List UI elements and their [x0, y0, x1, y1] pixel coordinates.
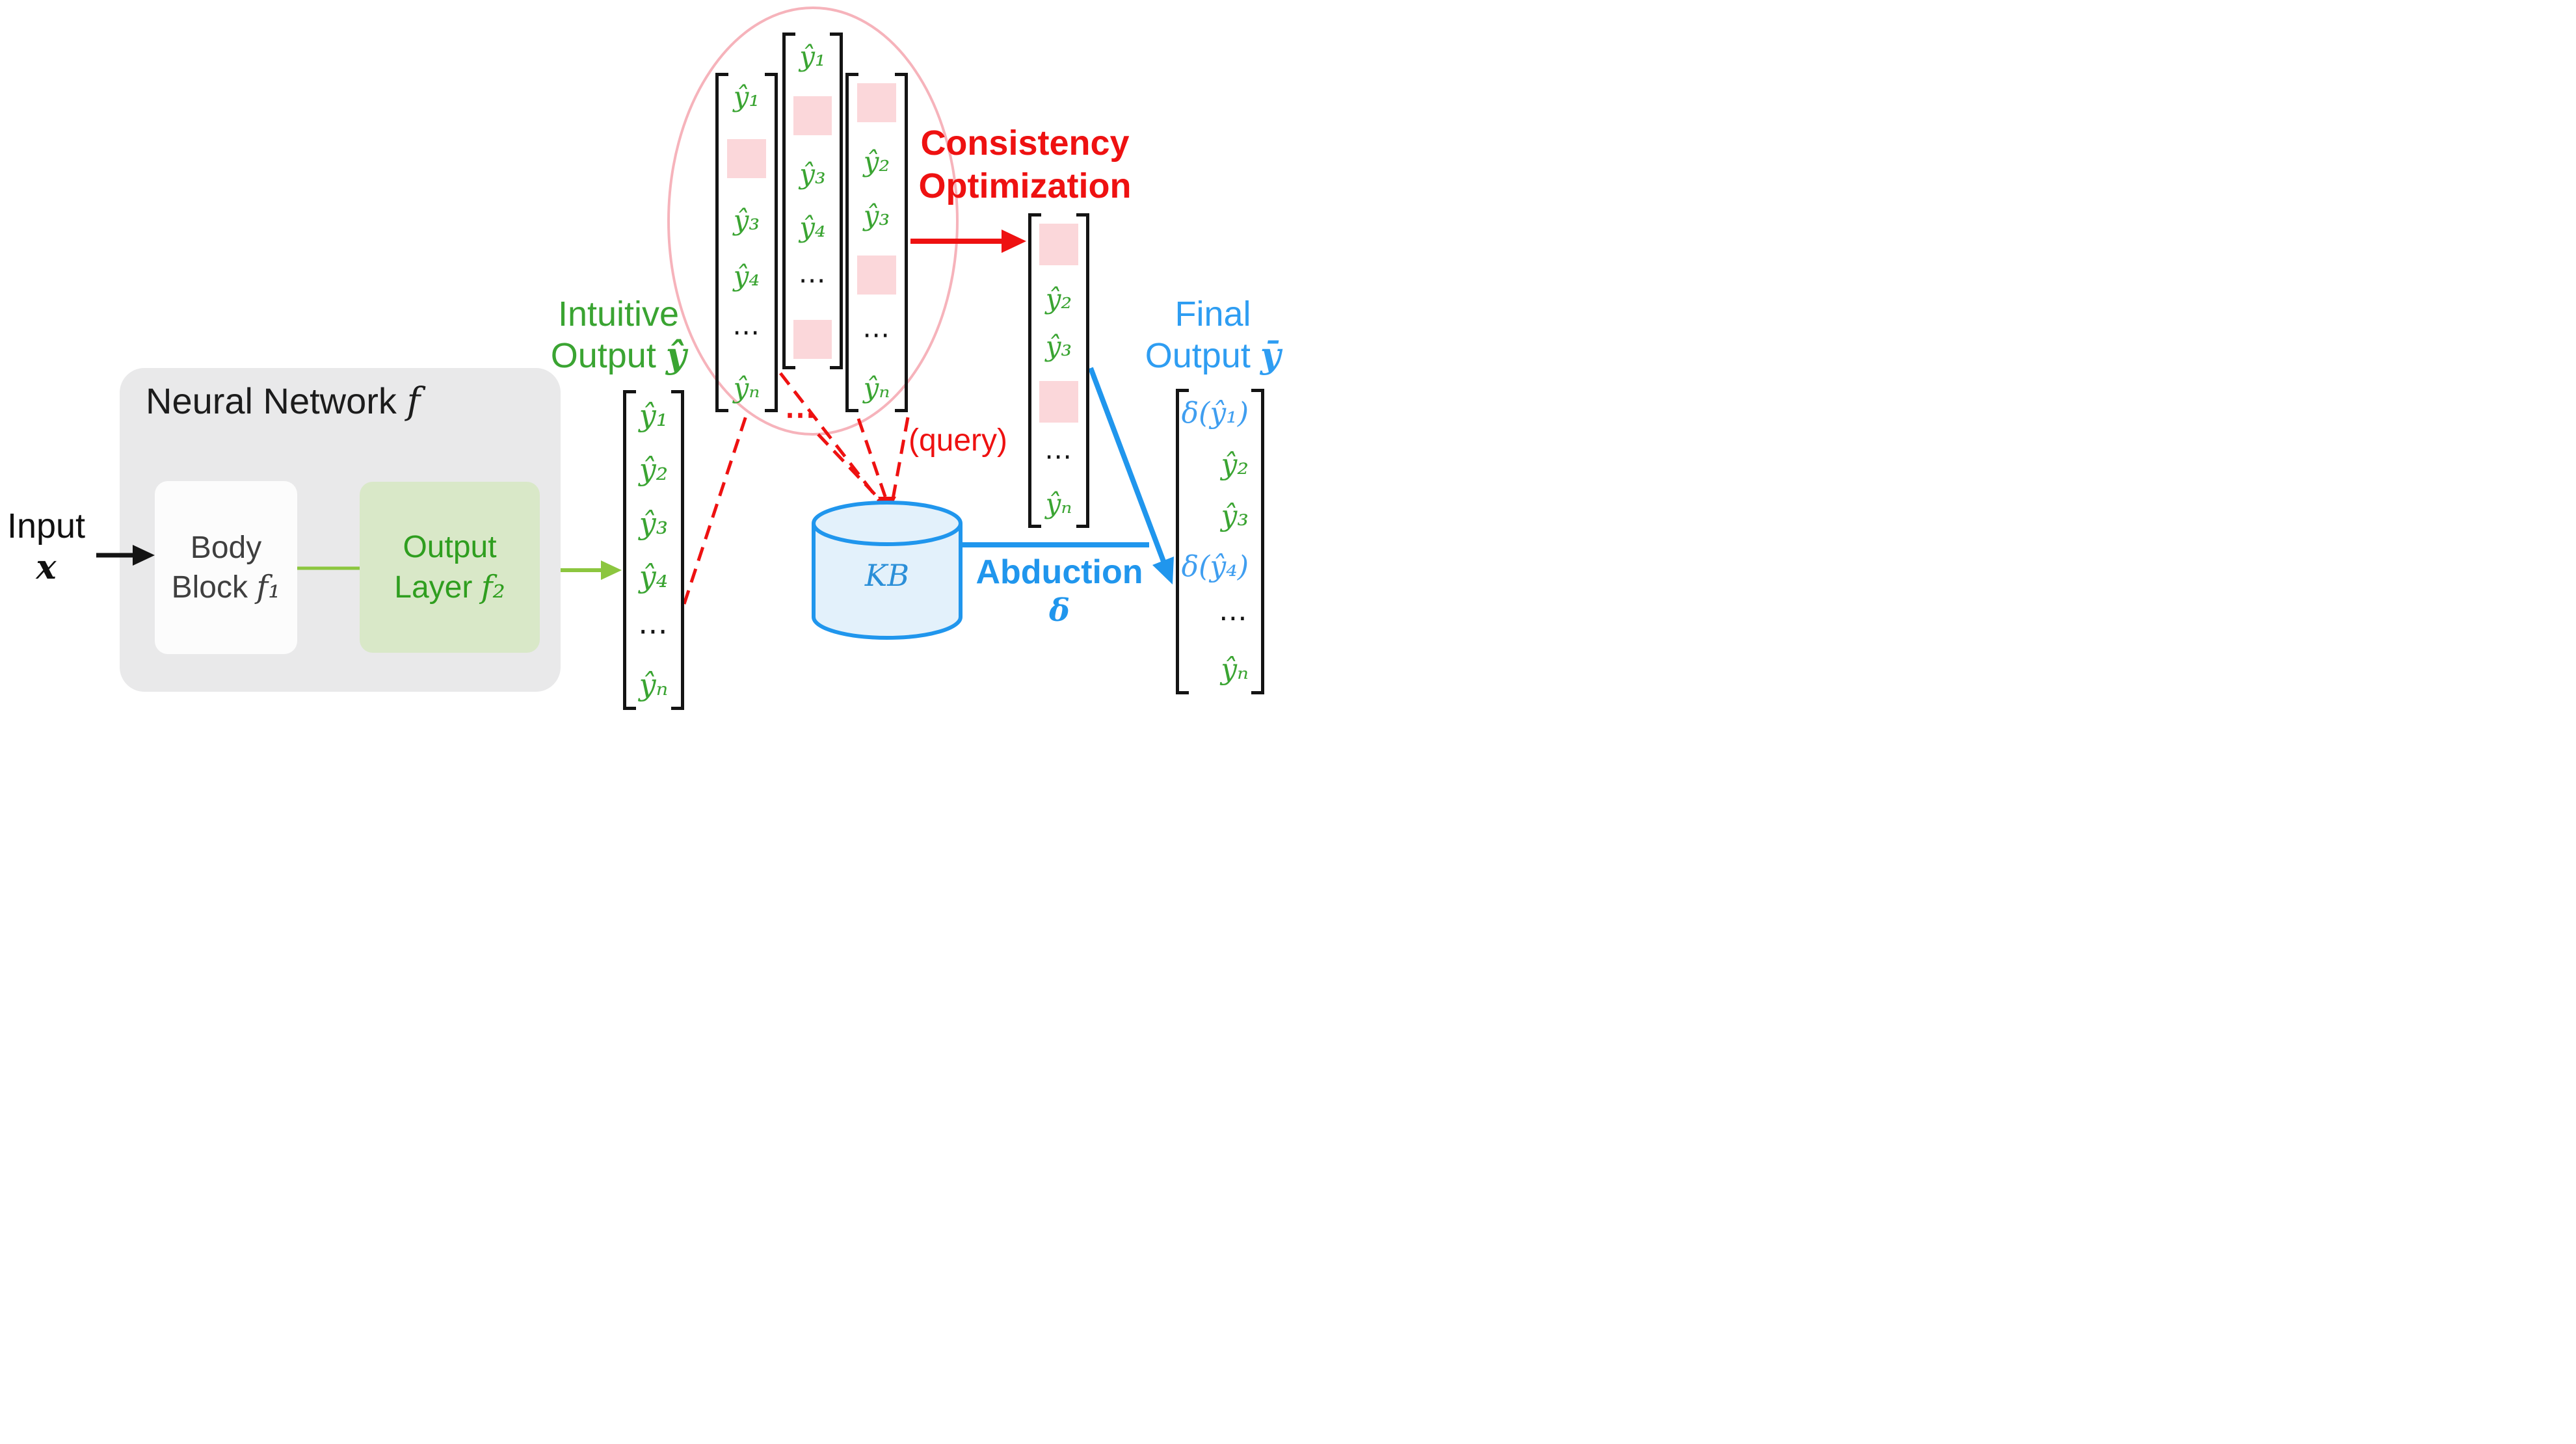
- body-block-box: Body Block f₁: [155, 481, 297, 654]
- query-arrowhead: [878, 497, 896, 515]
- vector-entry: δ(ŷ₄): [1181, 550, 1249, 584]
- vector-ellipsis: ⋯: [862, 318, 891, 350]
- final-label-line1: Final: [1175, 295, 1251, 334]
- masked-entry: [856, 83, 897, 122]
- vector-ellipsis: ⋯: [1219, 601, 1249, 635]
- kb-cylinder-top: [812, 501, 963, 546]
- nn-output-arrowhead: [601, 560, 622, 580]
- vector-ellipsis: ⋯: [732, 316, 761, 348]
- query-dashed-line-4: [856, 418, 890, 506]
- query-label: (query): [908, 423, 1008, 458]
- abduction-label: Abduction δ: [965, 553, 1154, 629]
- output-layer-line1: Output: [403, 530, 497, 565]
- masked-entry: [856, 256, 897, 295]
- vector-entry: ŷₙ: [639, 666, 669, 702]
- body-block-line2-text: Block: [171, 570, 248, 605]
- masked-entry: [1039, 224, 1078, 265]
- final-output-label: Final Output ȳ: [1133, 294, 1288, 376]
- vector-entry: ŷₙ: [733, 372, 760, 404]
- vector-entry: ŷ₄: [639, 559, 669, 595]
- input-label-text: Input: [7, 506, 86, 545]
- candidate-vector-2: ŷ₁ ŷ₃ ŷ₄ ⋯: [782, 33, 843, 369]
- output-layer-box: Output Layer f₂: [360, 482, 540, 653]
- vector-entry: δ(ŷ₁): [1181, 397, 1249, 430]
- vector-entry: ŷₙ: [1221, 652, 1249, 686]
- input-symbol: x: [36, 547, 57, 587]
- kb-label: KB: [864, 558, 910, 593]
- final-output-symbol: ȳ: [1260, 334, 1281, 376]
- optimized-output-vector: ŷ₂ ŷ₃ ⋯ ŷₙ: [1028, 213, 1089, 528]
- query-dashed-line-3: [817, 433, 887, 507]
- vector-entry: ŷ₂: [863, 146, 890, 178]
- intuitive-output-vector: ŷ₁ ŷ₂ ŷ₃ ŷ₄ ⋯ ŷₙ: [623, 390, 684, 710]
- final-label-line2-text: Output: [1145, 335, 1251, 375]
- body-block-line1: Body: [190, 530, 262, 565]
- input-label: Input x: [0, 506, 95, 587]
- vector-entry: ŷ₃: [733, 204, 760, 236]
- final-label-line2: Output ȳ: [1133, 334, 1288, 376]
- vector-entry: ŷ₃: [863, 199, 890, 231]
- figure-canvas: Neural Network f Body Block f₁ Output La…: [0, 0, 1288, 722]
- abduction-symbol: δ: [1048, 592, 1070, 629]
- consistency-line2: Optimization: [918, 166, 1132, 205]
- vector-entry: ŷ₁: [799, 40, 826, 72]
- intuitive-output-label: Intuitive Output ŷ: [533, 294, 704, 376]
- vector-ellipsis: ⋯: [1044, 440, 1073, 472]
- neural-network-title-text: Neural Network: [146, 380, 397, 421]
- output-layer-line2: Layer f₂: [394, 568, 505, 607]
- vector-entry: ŷ₃: [799, 158, 826, 190]
- candidate-vector-3: ŷ₂ ŷ₃ ⋯ ŷₙ: [845, 73, 908, 412]
- intuitive-label-line1: Intuitive: [557, 295, 680, 334]
- neural-network-title-symbol: f: [406, 380, 421, 423]
- consistency-optimization-label: Consistency Optimization: [909, 122, 1141, 208]
- intuitive-label-line2-text: Output: [550, 335, 656, 375]
- more-candidates-dots: ⋯: [784, 398, 818, 432]
- body-block-symbol: f₁: [256, 569, 281, 605]
- vector-entry: ŷ₁: [733, 81, 760, 112]
- intuitive-output-symbol: ŷ: [665, 334, 687, 376]
- vector-entry: ŷₙ: [1045, 487, 1072, 519]
- vector-entry: ŷ₂: [639, 451, 669, 487]
- consistency-line1: Consistency: [920, 124, 1130, 163]
- output-layer-line2-text: Layer: [394, 570, 473, 605]
- body-block-line2: Block f₁: [172, 568, 281, 607]
- masked-entry: [1039, 380, 1078, 423]
- vector-entry: ŷ₄: [799, 211, 826, 243]
- vector-entry: ŷ₃: [1045, 330, 1072, 363]
- vector-entry: ŷ₄: [733, 260, 760, 292]
- vector-entry: ŷ₁: [639, 398, 669, 433]
- vector-entry: ŷ₃: [1221, 499, 1249, 532]
- intuitive-label-line2: Output ŷ: [533, 334, 704, 376]
- vector-entry: ŷ₂: [1221, 447, 1249, 481]
- vector-entry: ŷ₃: [639, 505, 669, 541]
- neural-network-title: Neural Network f: [146, 380, 420, 423]
- masked-entry: [726, 139, 767, 178]
- candidate-vector-1: ŷ₁ ŷ₃ ŷ₄ ⋯ ŷₙ: [715, 73, 778, 412]
- abduction-label-text: Abduction: [976, 553, 1143, 591]
- final-output-vector: δ(ŷ₁) ŷ₂ ŷ₃ δ(ŷ₄) ⋯ ŷₙ: [1176, 389, 1264, 694]
- vector-ellipsis: ⋯: [798, 264, 827, 296]
- abduction-arrowhead: [1152, 557, 1174, 584]
- consistency-arrowhead: [1002, 230, 1026, 253]
- vector-ellipsis: ⋯: [638, 613, 669, 649]
- vector-entry: ŷₙ: [863, 371, 890, 404]
- output-layer-symbol: f₂: [481, 568, 505, 605]
- vector-entry: ŷ₂: [1045, 283, 1072, 315]
- masked-entry: [793, 319, 832, 359]
- masked-entry: [793, 96, 832, 135]
- query-dashed-line-1: [682, 415, 748, 605]
- abduction-arrow: [1088, 367, 1167, 564]
